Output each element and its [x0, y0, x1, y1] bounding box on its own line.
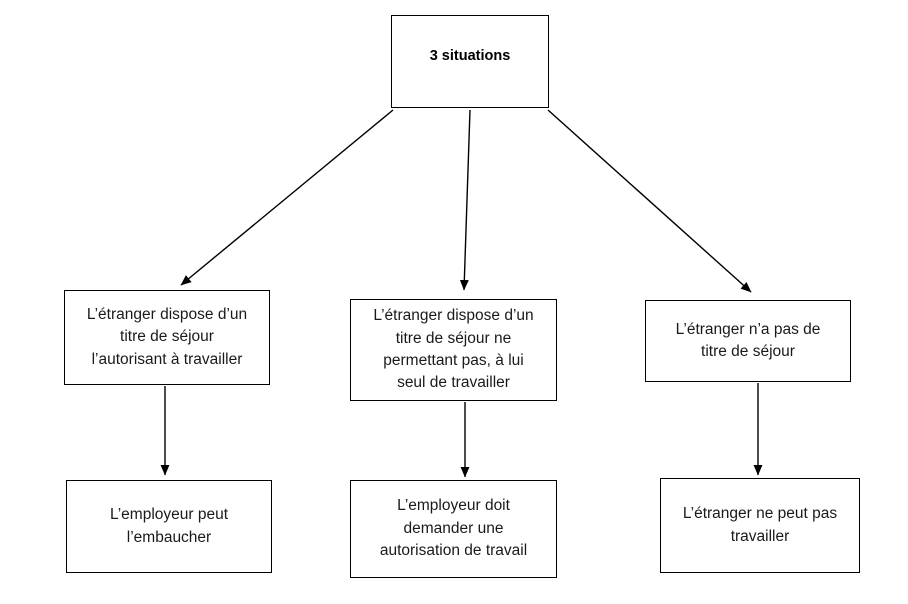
node-branch-left-label: L’étranger dispose d’un titre de séjour …: [86, 305, 248, 368]
node-branch-middle[interactable]: L’étranger dispose d’un titre de séjour …: [350, 299, 557, 401]
node-outcome-middle-label: L’employeur doit demander une autorisati…: [379, 497, 528, 560]
node-outcome-left[interactable]: L’employeur peut l’embaucher: [66, 480, 272, 573]
node-branch-middle-label: L’étranger dispose d’un titre de séjour …: [373, 307, 534, 392]
node-branch-right-label: L’étranger n’a pas de titre de séjour: [675, 320, 821, 360]
edge-root-to-branch-right: [547, 109, 752, 293]
node-root-3-situations[interactable]: 3 situations: [391, 15, 549, 108]
node-outcome-right[interactable]: L’étranger ne peut pas travailler: [660, 478, 860, 573]
edge-root-to-branch-left: [180, 109, 394, 286]
node-outcome-left-label: L’employeur peut l’embaucher: [109, 506, 229, 546]
node-root-label: 3 situations: [429, 48, 511, 64]
node-branch-left[interactable]: L’étranger dispose d’un titre de séjour …: [64, 290, 270, 385]
edge-root-to-branch-middle: [459, 109, 471, 291]
node-outcome-middle[interactable]: L’employeur doit demander une autorisati…: [350, 480, 557, 578]
node-outcome-right-label: L’étranger ne peut pas travailler: [682, 505, 838, 545]
node-branch-right[interactable]: L’étranger n’a pas de titre de séjour: [645, 300, 851, 382]
